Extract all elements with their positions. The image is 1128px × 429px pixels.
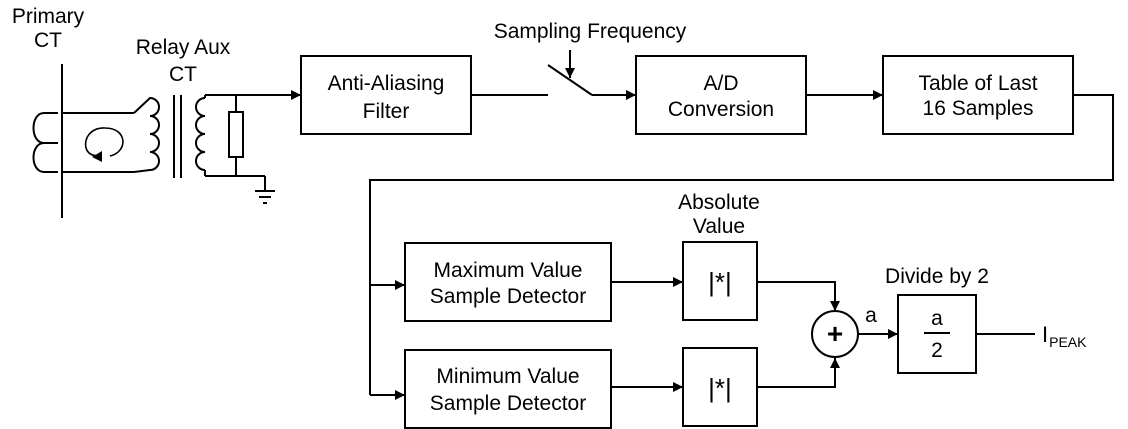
absolute-value-label: Absolute: [678, 191, 760, 214]
anti-aliasing-filter-block: Anti-Aliasing Filter: [300, 55, 472, 135]
wire-abs-top-to-summer: [757, 281, 840, 311]
primary-ct-label: Primary: [12, 5, 85, 28]
summing-junction: +: [811, 310, 859, 358]
abs-value-top-symbol: |*|: [708, 267, 732, 297]
relay-aux-ct-label-ct: CT: [169, 63, 197, 86]
anti-aliasing-filter-line2: Filter: [363, 100, 410, 123]
abs-value-block-bottom: |*|: [682, 347, 758, 427]
divide-block: a 2: [897, 294, 977, 374]
sum-output-label: a: [865, 304, 877, 327]
anti-aliasing-filter-line1: Anti-Aliasing: [328, 72, 445, 95]
ad-conversion-line2: Conversion: [668, 98, 774, 121]
ad-conversion-block: A/D Conversion: [635, 55, 807, 135]
primary-ct: [32, 64, 134, 218]
output-label: IPEAK: [1042, 322, 1087, 350]
wire-table-to-detectors: [369, 94, 1114, 395]
summing-junction-symbol: +: [827, 318, 843, 349]
sampling-frequency-label: Sampling Frequency: [494, 20, 687, 43]
max-detector-line2: Sample Detector: [430, 285, 586, 308]
primary-ct-label-ct: CT: [34, 29, 62, 52]
abs-value-bottom-symbol: |*|: [708, 373, 732, 403]
sample-table-line2: 16 Samples: [923, 97, 1034, 120]
sample-table-line1: Table of Last: [918, 72, 1037, 95]
min-value-detector-block: Minimum Value Sample Detector: [404, 349, 612, 429]
wire-abs-bottom-to-summer: [757, 358, 840, 388]
divide-numerator: a: [931, 307, 943, 330]
min-detector-line1: Minimum Value: [436, 365, 579, 388]
abs-value-block-top: |*|: [682, 241, 758, 321]
divide-by-2-label: Divide by 2: [885, 265, 989, 288]
min-detector-line2: Sample Detector: [430, 392, 586, 415]
sampling-switch: [547, 50, 636, 100]
relay-aux-ct: [133, 94, 275, 204]
sample-table-block: Table of Last 16 Samples: [882, 55, 1074, 135]
ad-conversion-line1: A/D: [703, 72, 738, 95]
max-value-detector-block: Maximum Value Sample Detector: [404, 242, 612, 322]
output-label-main: I: [1042, 322, 1048, 347]
max-detector-line1: Maximum Value: [434, 259, 583, 282]
divide-denominator: 2: [931, 339, 943, 362]
relay-aux-ct-label: Relay Aux: [136, 36, 231, 59]
absolute-value-label-value: Value: [693, 215, 745, 238]
output-label-subscript: PEAK: [1049, 334, 1087, 350]
